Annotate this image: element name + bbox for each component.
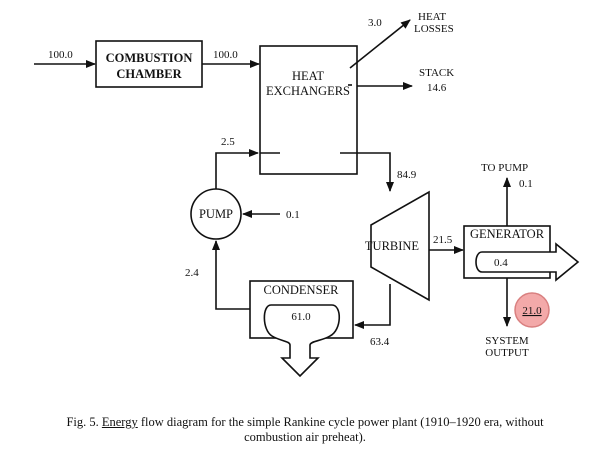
hx-to-turbine-arrow [357,152,394,192]
system-output-highlight [514,292,550,328]
stack-value: 14.6 [427,82,447,94]
stack-label: STACK [419,67,454,79]
pump-label: PUMP [199,207,233,221]
pump-to-hx-arrow [215,149,259,189]
combustion-chamber-label-line2: CHAMBER [116,67,182,81]
combustion-chamber-box [95,40,203,88]
to-pump-value: 0.1 [519,178,533,190]
turbine-shape [370,190,430,302]
pump-to-hx-value: 2.5 [221,136,235,148]
condenser-loss-arrow-shape [263,304,341,378]
hx-to-turbine-value: 84.9 [397,169,417,181]
turbine-label: TURBINE [365,239,420,253]
to-pump-label: TO PUMP [481,162,528,174]
figure-caption: Fig. 5. Energy flow diagram for the simp… [20,415,590,445]
system-output-label-line2: OUTPUT [485,347,529,359]
fuel-input-value: 100.0 [48,49,73,61]
combustion-output-value: 100.0 [213,49,238,61]
caption-line-2: combustion air preheat). [244,430,366,444]
caption-underlined-word: Energy [101,415,138,429]
heat-exchangers-box [259,45,358,175]
generator-loss-arrow-shape [475,242,580,282]
generator-label: GENERATOR [470,227,545,241]
heat-exchangers-label-line2: EXCHANGERS [266,84,350,98]
pump-work-input-value: 0.1 [286,209,300,221]
condenser-label: CONDENSER [263,283,339,297]
generator-loss-value: 0.4 [494,257,508,269]
turbine-to-condenser-value: 63.4 [370,336,390,348]
system-output-value: 21.0 [522,305,542,317]
condenser-to-pump-value: 2.4 [185,267,199,279]
heat-losses-label-line1: HEAT [418,11,446,23]
caption-prefix: Fig. 5. [66,415,102,429]
caption-line-1: Fig. 5. Energy flow diagram for the simp… [20,415,590,430]
condenser-loss-value: 61.0 [291,311,311,323]
heat-losses-value: 3.0 [368,17,382,29]
turbine-to-condenser-arrow [354,284,391,329]
caption-line-1-rest: flow diagram for the simple Rankine cycl… [137,415,544,429]
system-output-label-line1: SYSTEM [485,335,529,347]
heat-losses-label-line2: LOSSES [414,23,454,35]
heat-exchangers-label-line1: HEAT [292,69,324,83]
condenser-to-pump-arrow [212,240,250,310]
heat-losses-arrow [349,19,411,69]
combustion-chamber-label-line1: COMBUSTION [106,51,193,65]
turbine-to-generator-value: 21.5 [433,234,453,246]
